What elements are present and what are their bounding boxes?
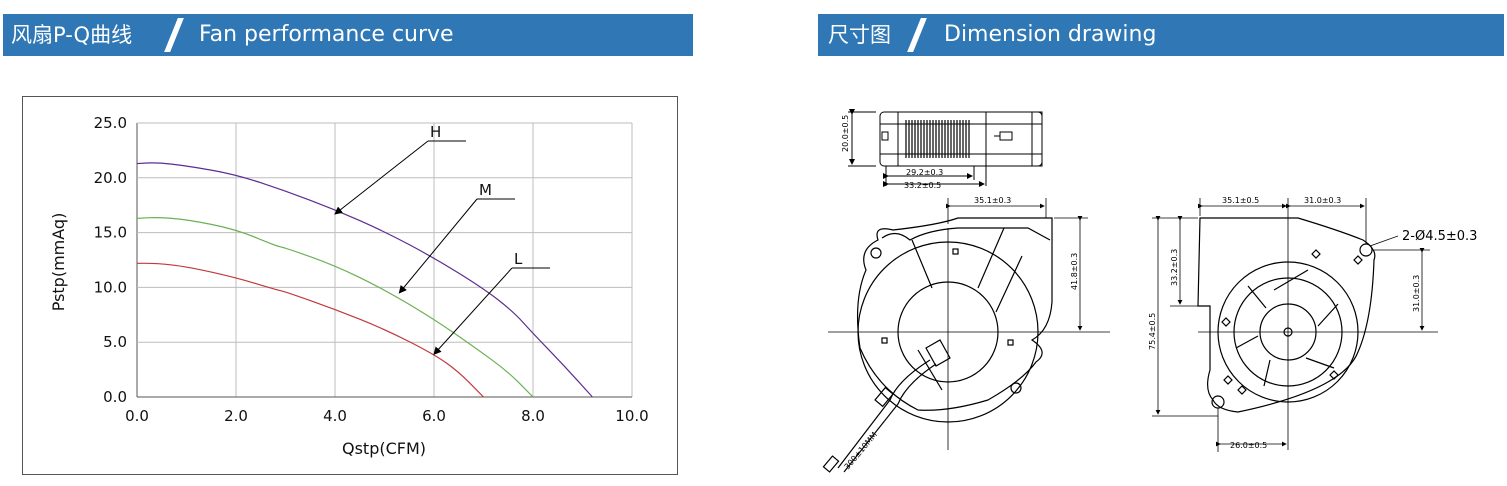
back-view (1197, 217, 1376, 413)
x-tick-label: 6.0 (422, 407, 446, 425)
curve-label-leader (398, 198, 478, 294)
curve-label-l: L (514, 250, 523, 268)
dim-top-inner: 29.2±0.3 (906, 168, 943, 177)
header-title-en: Fan performance curve (199, 22, 454, 47)
y-tick-label: 25.0 (94, 114, 127, 132)
x-tick-label: 2.0 (224, 407, 248, 425)
x-axis-label: Qstp(CFM) (342, 439, 426, 458)
dim-back-top-left: 35.1±0.5 (1222, 196, 1259, 205)
dim-front-top: 35.1±0.3 (974, 196, 1011, 205)
series-line-m (136, 217, 534, 398)
y-tick-label: 0.0 (103, 388, 127, 406)
series-line-l (136, 262, 484, 398)
pq-chart-frame (22, 96, 678, 475)
curve-label-h: H (430, 123, 441, 141)
x-tick-label: 4.0 (323, 407, 347, 425)
dim-back-left-outer: 75.4±0.5 (1148, 313, 1157, 350)
dim-hole-note: 2-Ø4.5±0.3 (1402, 229, 1477, 244)
dim-cable: 300±10MM (843, 430, 879, 471)
dim-back-top-right: 31.0±0.3 (1304, 196, 1341, 205)
y-tick-label: 5.0 (103, 333, 127, 351)
front-dims (828, 198, 1110, 450)
series-line-h (136, 162, 593, 398)
dim-top-outer: 33.2±0.5 (904, 181, 941, 190)
dim-top-height: 20.0±0.5 (841, 115, 850, 152)
curve-label-m: M (479, 181, 492, 199)
dimension-drawing-header: 尺寸图 Dimension drawing (818, 14, 1504, 56)
top-view (848, 109, 1043, 187)
y-tick-label: 20.0 (94, 169, 127, 187)
y-tick-label: 10.0 (94, 278, 127, 296)
dim-back-left-inner: 33.2±0.3 (1170, 249, 1179, 286)
front-view (822, 217, 1053, 473)
dim-front-height: 41.8±0.3 (1070, 253, 1079, 290)
dim-back-right: 31.0±0.3 (1412, 275, 1421, 312)
header-background (818, 14, 1504, 56)
back-dims (1152, 198, 1438, 452)
header-title-en: Dimension drawing (944, 22, 1157, 47)
curve-label-leader (334, 140, 429, 215)
y-tick-label: 15.0 (94, 224, 127, 242)
header-title-cn: 风扇P-Q曲线 (11, 23, 133, 47)
header-title-cn: 尺寸图 (828, 23, 891, 47)
x-tick-label: 8.0 (521, 407, 545, 425)
x-tick-label: 10.0 (615, 407, 648, 425)
pq-chart: 0.0 2.0 4.0 6.0 8.0 10.0 0.0 5.0 10.0 15.0 20.0 25.… (49, 114, 649, 458)
curve-label-leader (433, 267, 513, 355)
y-axis-label: Pstp(mmAq) (49, 213, 68, 312)
x-tick-label: 0.0 (125, 407, 149, 425)
dim-back-bottom: 26.0±0.5 (1230, 441, 1267, 450)
header-background (3, 14, 693, 56)
dimension-drawing: 20.0±0.5 29.2±0.3 33.2±0.5 35.1±0.3 41.8… (822, 109, 1477, 473)
fan-performance-header: 风扇P-Q曲线 Fan performance curve (3, 14, 693, 56)
